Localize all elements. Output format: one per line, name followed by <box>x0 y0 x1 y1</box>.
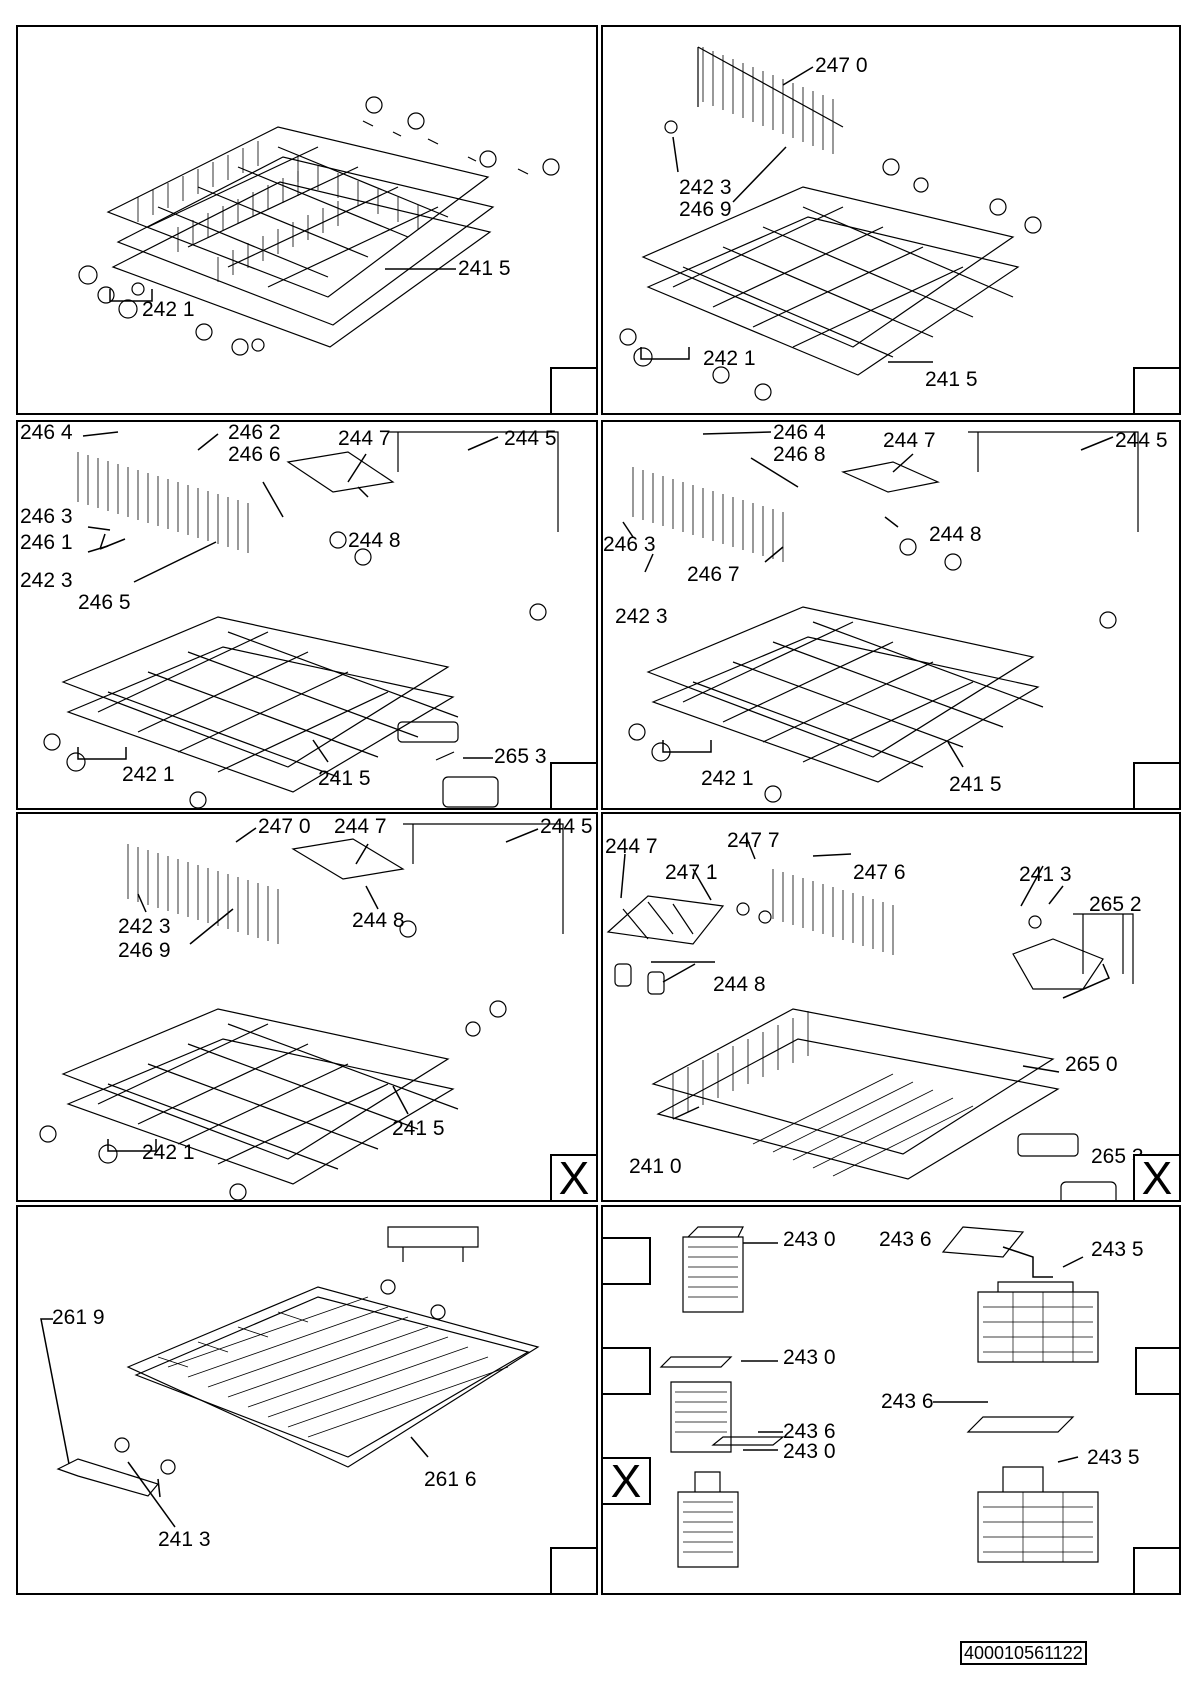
part-label: 244 7 <box>334 815 387 838</box>
part-label: 242 3 <box>118 915 171 938</box>
corner-box <box>1133 367 1179 413</box>
part-label: 241 5 <box>458 257 511 280</box>
part-label: 246 9 <box>118 939 171 962</box>
part-label: 243 0 <box>783 1228 836 1251</box>
part-label: 244 7 <box>338 427 391 450</box>
part-label: 242 3 <box>615 605 668 628</box>
part-label: 244 7 <box>605 835 658 858</box>
part-label: 242 1 <box>701 767 754 790</box>
part-label: 241 5 <box>925 368 978 391</box>
part-label: 242 1 <box>122 763 175 786</box>
part-label: 242 1 <box>142 1141 195 1164</box>
panel-upper-basket-3: 246 4 246 2 246 6 244 7 244 5 246 3 246 … <box>16 420 598 810</box>
part-label: 241 5 <box>392 1117 445 1140</box>
part-label: 241 3 <box>158 1528 211 1551</box>
side-box-1 <box>603 1237 651 1285</box>
part-label: 244 5 <box>540 815 593 838</box>
panel-upper-basket-4: 246 4 246 8 244 7 244 5 246 3 244 8 246 … <box>601 420 1181 810</box>
basket-illustration <box>39 823 564 1200</box>
corner-box <box>1133 762 1179 808</box>
part-label: 246 7 <box>687 563 740 586</box>
basket-illustration <box>619 46 1042 401</box>
part-label: 246 3 <box>603 533 656 556</box>
part-label: 241 5 <box>949 773 1002 796</box>
part-label: 243 0 <box>783 1440 836 1463</box>
panel-upper-basket-6: 244 7 247 7 247 1 247 6 241 3 265 2 244 … <box>601 812 1181 1202</box>
corner-box <box>1133 1547 1179 1593</box>
panel-upper-basket-1: 241 5 242 1 <box>16 25 598 415</box>
panel-upper-basket-5: 247 0 244 7 244 5 244 8 242 3 246 9 242 … <box>16 812 598 1202</box>
part-label: 244 8 <box>713 973 766 996</box>
part-label: 242 3 <box>679 176 732 199</box>
basket-illustration <box>659 1226 1099 1568</box>
document-number: 400010561122 <box>960 1641 1087 1665</box>
part-label: 246 8 <box>773 443 826 466</box>
part-label: 261 9 <box>52 1306 105 1329</box>
part-label: 243 5 <box>1087 1446 1140 1469</box>
part-label: 242 3 <box>20 569 73 592</box>
part-label: 243 5 <box>1091 1238 1144 1261</box>
part-label: 243 6 <box>783 1420 836 1443</box>
basket-illustration <box>40 1226 540 1528</box>
part-label: 265 3 <box>1091 1145 1144 1168</box>
side-box-x: X <box>603 1457 651 1505</box>
part-label: 246 3 <box>20 505 73 528</box>
part-label: 261 6 <box>424 1468 477 1491</box>
part-label: 247 0 <box>258 815 311 838</box>
part-label: 242 1 <box>142 298 195 321</box>
panel-lower-basket: 261 9 261 6 241 3 <box>16 1205 598 1595</box>
basket-illustration <box>606 838 1134 1200</box>
part-label: 265 3 <box>494 745 547 768</box>
basket-illustration <box>622 431 1139 803</box>
side-box-2 <box>603 1347 651 1395</box>
part-label: 246 9 <box>679 198 732 221</box>
basket-illustration <box>78 96 560 356</box>
basket-illustration <box>43 431 559 808</box>
part-label: 243 6 <box>881 1390 934 1413</box>
part-label: 244 5 <box>1115 429 1168 452</box>
part-label: 265 0 <box>1065 1053 1118 1076</box>
corner-box <box>550 367 596 413</box>
part-label: 241 3 <box>1019 863 1072 886</box>
part-label: 241 0 <box>629 1155 682 1178</box>
part-label: 242 1 <box>703 347 756 370</box>
part-label: 246 1 <box>20 531 73 554</box>
corner-box-x: X <box>550 1154 596 1200</box>
side-box-right <box>1135 1347 1179 1395</box>
part-label: 247 0 <box>815 54 868 77</box>
corner-box <box>550 762 596 808</box>
part-label: 246 4 <box>773 421 826 444</box>
part-label: 244 8 <box>929 523 982 546</box>
part-label: 246 5 <box>78 591 131 614</box>
part-label: 247 6 <box>853 861 906 884</box>
part-label: 247 7 <box>727 829 780 852</box>
part-label: 243 0 <box>783 1346 836 1369</box>
part-label: 244 7 <box>883 429 936 452</box>
panel-upper-basket-2: 247 0 242 3 246 9 242 1 241 5 <box>601 25 1181 415</box>
part-label: 265 2 <box>1089 893 1142 916</box>
corner-box <box>550 1547 596 1593</box>
panel-cutlery-baskets: X 243 0 243 6 243 5 243 0 243 6 243 6 24… <box>601 1205 1181 1595</box>
part-label: 244 8 <box>352 909 405 932</box>
part-label: 247 1 <box>665 861 718 884</box>
part-label: 246 6 <box>228 443 281 466</box>
part-label: 244 5 <box>504 427 557 450</box>
corner-box-x: X <box>1133 1154 1179 1200</box>
part-label: 244 8 <box>348 529 401 552</box>
part-label: 246 4 <box>20 421 73 444</box>
part-label: 243 6 <box>879 1228 932 1251</box>
part-label: 246 2 <box>228 421 281 444</box>
part-label: 241 5 <box>318 767 371 790</box>
